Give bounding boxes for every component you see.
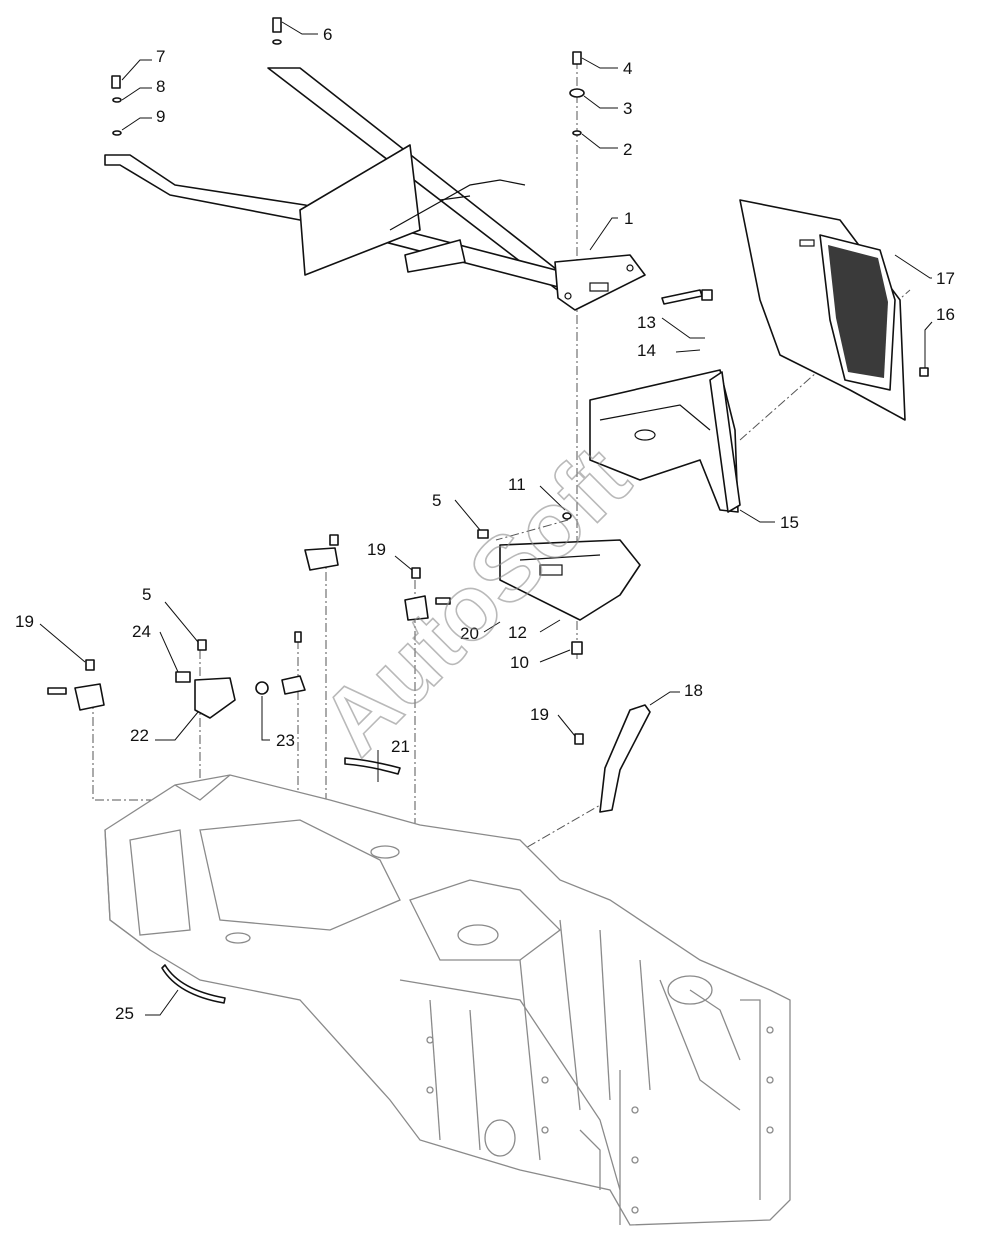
callout-1: 1 (624, 209, 633, 228)
callout-10: 10 (510, 653, 529, 672)
callout-16: 16 (936, 305, 955, 324)
callout-19-right: 19 (530, 705, 549, 724)
callout-12: 12 (508, 623, 527, 642)
callout-5-upper: 5 (432, 491, 441, 510)
part-17-screen (739, 199, 906, 421)
callout-17: 17 (936, 269, 955, 288)
callout-5-lower: 5 (142, 585, 151, 604)
part-1-frame (104, 67, 646, 311)
callout-18: 18 (684, 681, 703, 700)
callout-25: 25 (115, 1004, 134, 1023)
callout-leaders (39, 21, 933, 1016)
callout-22: 22 (130, 726, 149, 745)
callout-labels: 1 2 3 4 5 5 6 7 8 9 10 11 12 13 14 15 16… (15, 25, 955, 1023)
callout-8: 8 (156, 77, 165, 96)
callout-6: 6 (323, 25, 332, 44)
callout-14: 14 (637, 341, 656, 360)
callout-13: 13 (637, 313, 656, 332)
part-15-bracket (589, 289, 929, 513)
callout-20: 20 (460, 624, 479, 643)
upper-fasteners (111, 17, 585, 136)
callout-11: 11 (508, 475, 526, 494)
seal-strips (161, 757, 401, 1004)
callout-23: 23 (276, 731, 295, 750)
part-18-strap (574, 704, 651, 813)
rear-axle-housing (104, 774, 791, 1226)
callout-7: 7 (156, 47, 165, 66)
callout-24: 24 (132, 622, 151, 641)
callout-9: 9 (156, 107, 165, 126)
callout-3: 3 (623, 99, 632, 118)
callout-19-center: 19 (367, 540, 386, 559)
lower-left-brackets (47, 534, 339, 719)
callout-19-left: 19 (15, 612, 34, 631)
callout-4: 4 (623, 59, 632, 78)
callout-15: 15 (780, 513, 799, 532)
part-12-plate (404, 512, 641, 655)
callout-21: 21 (391, 737, 410, 756)
callout-2: 2 (623, 140, 632, 159)
